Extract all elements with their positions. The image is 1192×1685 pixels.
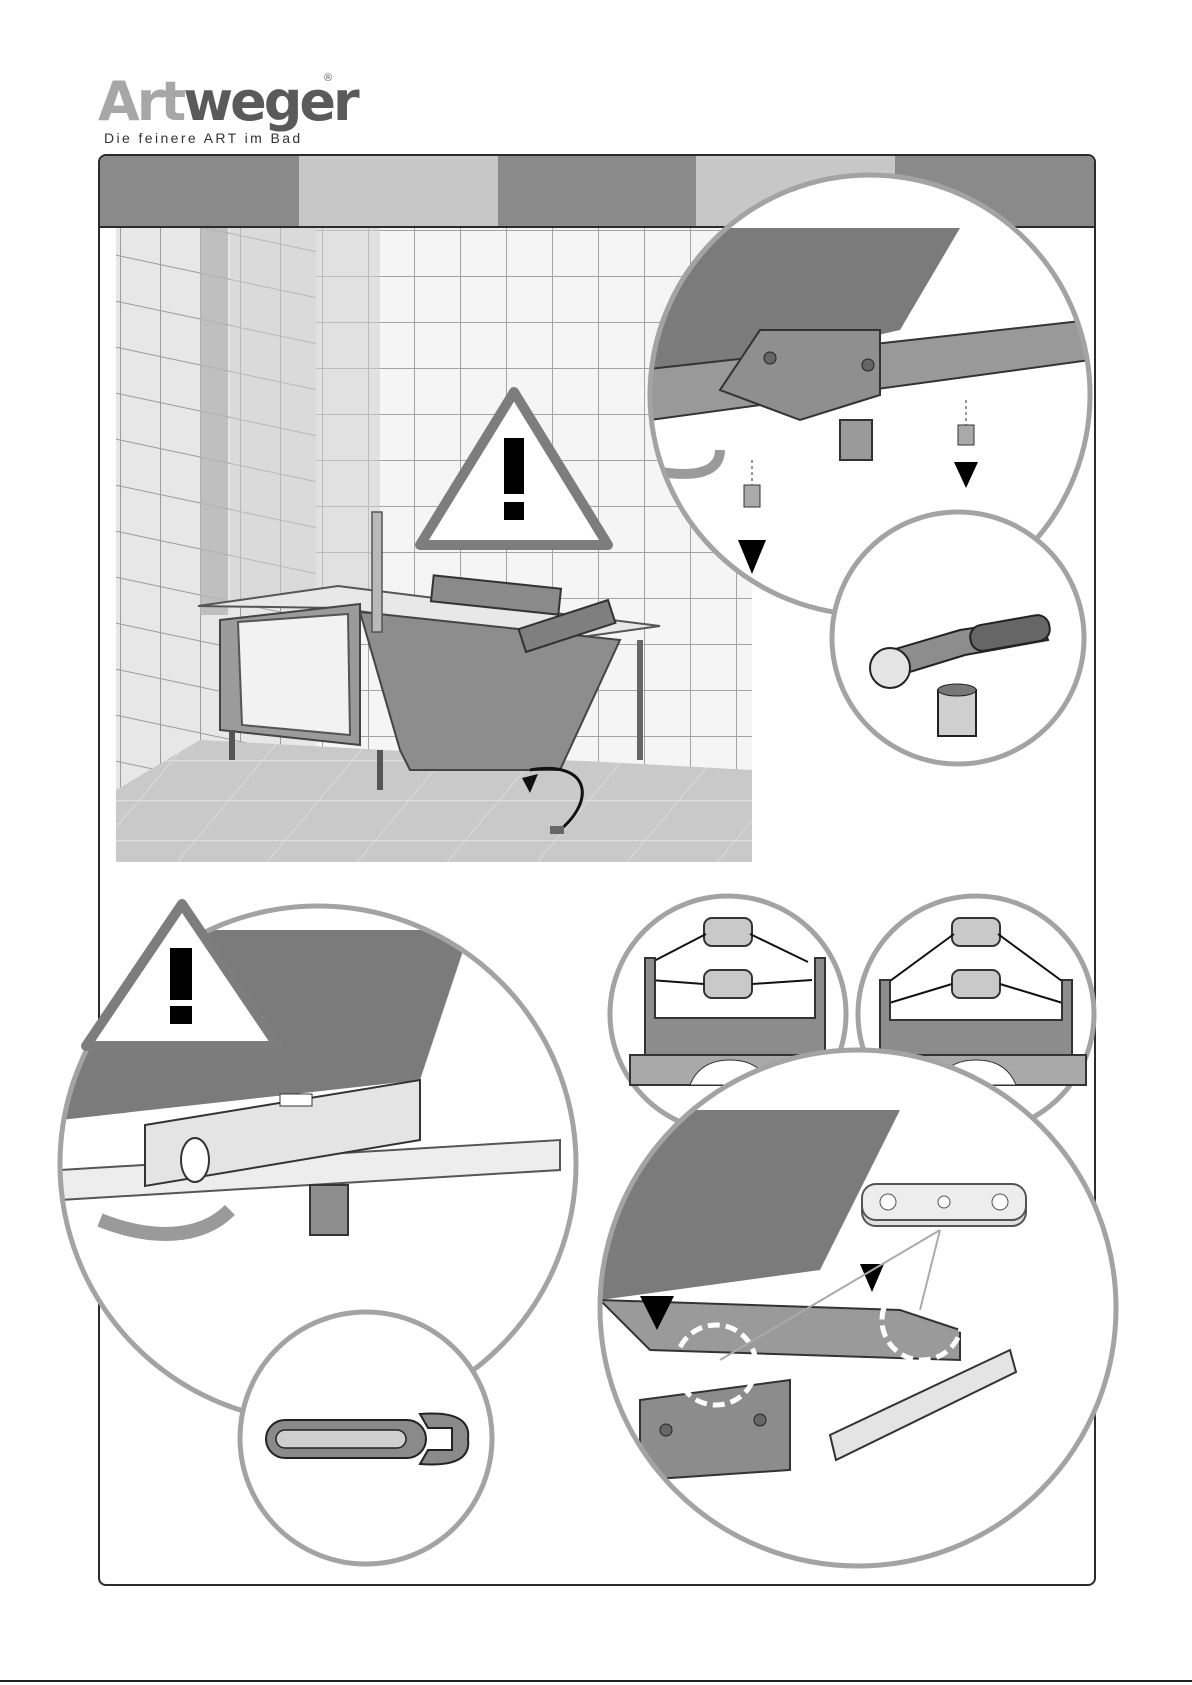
tool-circle-ratchet	[832, 512, 1084, 764]
detail-circle-shims	[600, 1050, 1116, 1566]
page-bottom-rule	[0, 1680, 1192, 1682]
shim-plates	[862, 1184, 1026, 1226]
socket-icon	[938, 684, 976, 736]
tool-circle-open-end-wrench	[240, 1312, 492, 1564]
